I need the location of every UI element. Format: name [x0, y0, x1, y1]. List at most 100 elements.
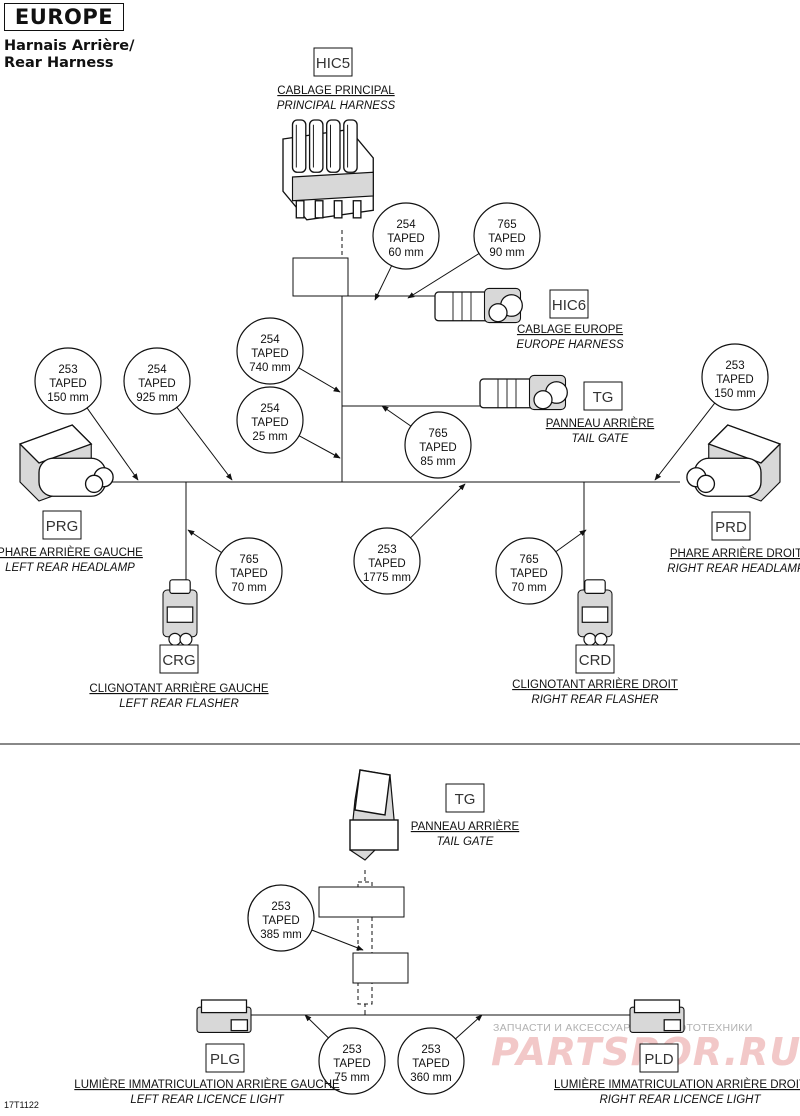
callout-length: 740 mm [249, 362, 291, 374]
principal-harness-connector-icon [282, 119, 374, 221]
callout-arrow [298, 367, 341, 393]
callout-label: TAPED [368, 558, 406, 570]
connector-name-en: LEFT REAR HEADLAMP [5, 562, 135, 574]
callout-part: 254 [396, 219, 416, 231]
callout-length: 150 mm [47, 392, 89, 404]
connector-code-box [639, 1043, 679, 1073]
callout-label: TAPED [412, 1058, 450, 1070]
callout-length: 385 mm [260, 929, 302, 941]
callout-length: 60 mm [388, 247, 423, 259]
callout-part: 765 [497, 219, 516, 231]
callout-label: TAPED [387, 233, 425, 245]
callout-circle [353, 527, 421, 595]
callout-part: 765 [239, 554, 258, 566]
right-flasher-connector-icon [577, 579, 613, 646]
connector-code: CRG [162, 652, 195, 669]
connector-code: HIC5 [316, 55, 350, 72]
callout-label: TAPED [49, 378, 87, 390]
callout-label: TAPED [251, 348, 289, 360]
diagram-title-en: Rear Harness [4, 55, 114, 71]
callout-label: TAPED [419, 442, 457, 454]
callout-arrow [86, 407, 139, 481]
connector-name-en: TAIL GATE [572, 433, 629, 445]
connector-code-box [313, 47, 353, 77]
connector-name-en: PRINCIPAL HARNESS [277, 100, 396, 112]
callout-arrow [555, 529, 587, 553]
callout-label: TAPED [138, 378, 176, 390]
callout-circle [34, 347, 102, 415]
callout-circle [123, 347, 191, 415]
connector-name-fr: PANNEAU ARRIÈRE [411, 820, 520, 833]
callout-part: 253 [58, 364, 77, 376]
callout-length: 360 mm [410, 1072, 452, 1084]
connector-label-crd: CRD CLIGNOTANT ARRIÈRE DROIT RIGHT REAR FL… [512, 644, 678, 706]
callout-length: 70 mm [511, 582, 546, 594]
callout-part: 254 [260, 334, 280, 346]
callout-circle [215, 537, 283, 605]
connector-code-box [583, 381, 623, 411]
tail-gate-connector-icon [479, 374, 568, 411]
connector-label-prg: PRG PHARE ARRIÈRE GAUCHE LEFT REAR HEADLAM… [0, 510, 143, 574]
connector-code: CRD [579, 652, 612, 669]
callout-length: 70 mm [231, 582, 266, 594]
right-headlamp-connector-icon [686, 424, 782, 502]
diagram-title-fr: Harnais Arrière/ [4, 38, 135, 54]
callout-length: 90 mm [489, 247, 524, 259]
region-title: EUROPE [4, 3, 124, 31]
connector-code-box [575, 644, 615, 674]
callout-arrow [407, 253, 480, 299]
connector-name-fr: CLIGNOTANT ARRIÈRE DROIT [512, 678, 678, 691]
connector-name-en: LEFT REAR FLASHER [119, 698, 239, 710]
connector-name-en: EUROPE HARNESS [516, 339, 624, 351]
splice-box [292, 257, 349, 297]
callout-length: 75 mm [334, 1072, 369, 1084]
connector-code-box [711, 511, 751, 541]
callout-length: 85 mm [420, 456, 455, 468]
callout-length: 25 mm [252, 431, 287, 443]
callout-label: TAPED [251, 417, 289, 429]
connector-name-en: RIGHT REAR FLASHER [531, 694, 658, 706]
callout-circle [236, 386, 304, 454]
callout-part: 254 [147, 364, 167, 376]
connector-name-fr: PHARE ARRIÈRE GAUCHE [0, 546, 143, 559]
connector-name-fr: CABLAGE EUROPE [517, 324, 623, 336]
callout-arrow [176, 407, 233, 481]
connector-name-en: LEFT REAR LICENCE LIGHT [130, 1094, 284, 1106]
connector-code: HIC6 [552, 297, 586, 314]
connector-name-fr: LUMIÈRE IMMATRICULATION ARRIÈRE GAUCHE [74, 1078, 340, 1091]
callout-arrow [410, 483, 466, 539]
callout-label: TAPED [510, 568, 548, 580]
callout-circle [236, 317, 304, 385]
callout-label: TAPED [262, 915, 300, 927]
callout-circle [372, 202, 440, 270]
connector-name-fr: PANNEAU ARRIÈRE [546, 417, 655, 430]
callout-arrow [304, 1014, 329, 1039]
connector-code: PRG [46, 518, 79, 535]
left-licence-light-connector-icon [196, 999, 252, 1033]
connector-name-en: RIGHT REAR HEADLAMP [667, 563, 800, 575]
callout-part: 253 [271, 901, 290, 913]
connector-name-fr: CABLAGE PRINCIPAL [277, 85, 395, 97]
tail-gate-2-connector-icon [349, 769, 399, 861]
connector-code: PLD [644, 1051, 673, 1068]
callout-arrow [298, 435, 341, 459]
tape-box [318, 886, 405, 918]
connector-code-box [159, 644, 199, 674]
connector-name-fr: CLIGNOTANT ARRIÈRE GAUCHE [89, 682, 268, 695]
callout-part: 765 [519, 554, 538, 566]
